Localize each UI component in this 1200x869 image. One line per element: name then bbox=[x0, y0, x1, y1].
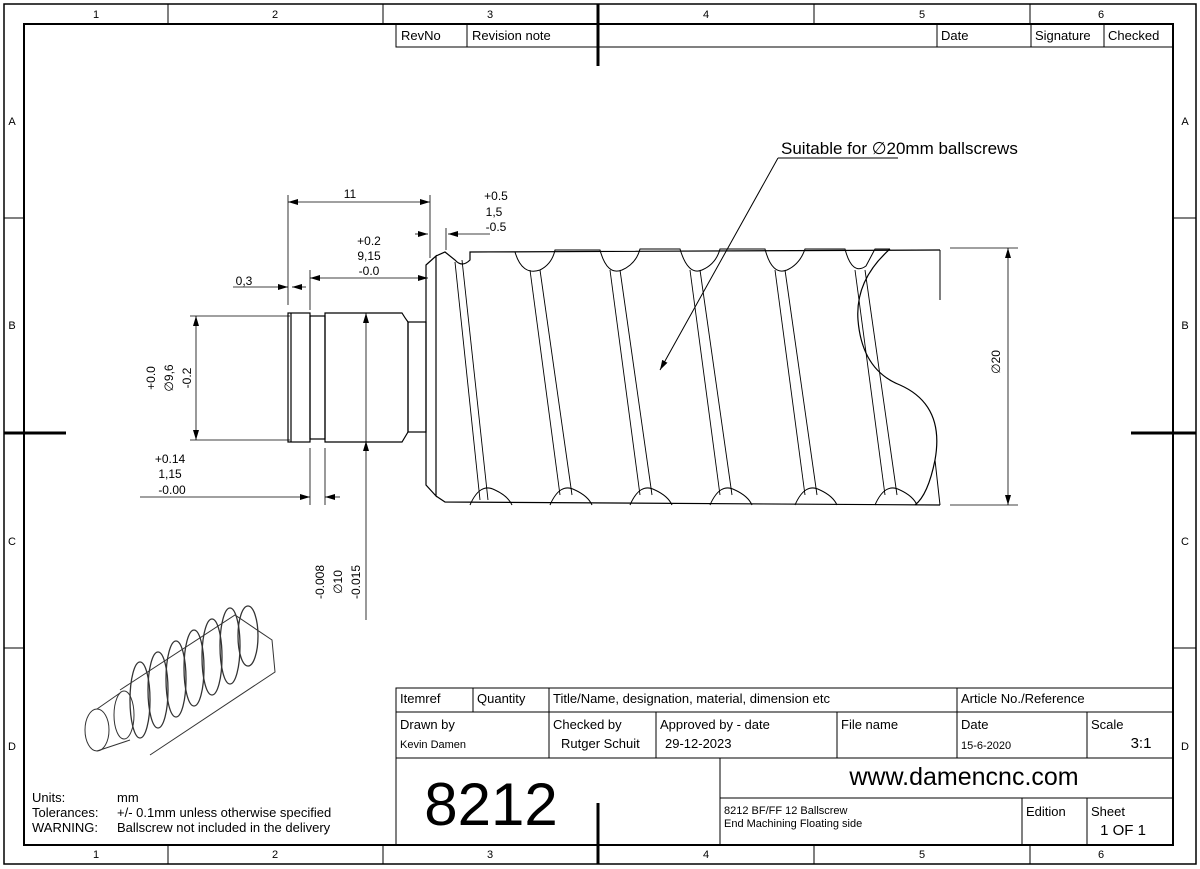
col-label: 5 bbox=[919, 9, 925, 21]
row-label: B bbox=[8, 320, 15, 332]
file-name-label: File name bbox=[841, 717, 898, 732]
shaft-side-view bbox=[287, 248, 941, 506]
col-label: 3 bbox=[487, 849, 493, 861]
dim-1-15-upper: +0.14 bbox=[155, 452, 186, 466]
dim-9-6-lower: -0.2 bbox=[180, 367, 194, 388]
drawn-by-label: Drawn by bbox=[400, 717, 455, 732]
approved-label: Approved by - date bbox=[660, 717, 770, 732]
date-label: Date bbox=[961, 717, 988, 732]
rev-header: RevNo bbox=[401, 28, 441, 43]
article-label: Article No./Reference bbox=[961, 691, 1085, 706]
scale-value: 3:1 bbox=[1131, 735, 1152, 752]
rev-header: Signature bbox=[1035, 28, 1091, 43]
dim-20: ∅20 bbox=[989, 350, 1003, 374]
dim-10: ∅10 bbox=[331, 570, 345, 594]
dim-9-6: ∅9,6 bbox=[162, 364, 176, 391]
dim-9-15-lower: -0.0 bbox=[359, 264, 380, 278]
description-line-2: End Machining Floating side bbox=[724, 818, 862, 830]
row-label: A bbox=[1181, 116, 1189, 128]
row-label: C bbox=[8, 536, 16, 548]
dim-9-6-upper: +0.0 bbox=[144, 366, 158, 390]
col-label: 2 bbox=[272, 849, 278, 861]
description-line-1: 8212 BF/FF 12 Ballscrew bbox=[724, 805, 848, 817]
quantity-label: Quantity bbox=[477, 691, 526, 706]
annotation-text: Suitable for ∅20mm ballscrews bbox=[781, 139, 1018, 158]
col-label: 1 bbox=[93, 849, 99, 861]
leader-line bbox=[660, 157, 898, 370]
rev-header: Revision note bbox=[472, 28, 551, 43]
notes: Units: mm Tolerances: +/- 0.1mm unless o… bbox=[32, 790, 331, 835]
units-label: Units: bbox=[32, 790, 65, 805]
sheet-label: Sheet bbox=[1091, 804, 1125, 819]
col-label: 5 bbox=[919, 849, 925, 861]
row-label: D bbox=[8, 741, 16, 753]
dim-1-5: 1,5 bbox=[486, 205, 503, 219]
isometric-view bbox=[84, 605, 276, 756]
rev-header: Checked bbox=[1108, 28, 1159, 43]
dim-10-lower: -0.015 bbox=[349, 565, 363, 599]
checked-by-value: Rutger Schuit bbox=[561, 736, 640, 751]
dim-1-5-upper: +0.5 bbox=[484, 189, 508, 203]
dim-0-3: 0,3 bbox=[236, 274, 253, 288]
drawing-number: 8212 bbox=[424, 771, 557, 838]
sheet-value: 1 OF 1 bbox=[1100, 822, 1146, 839]
itemref-label: Itemref bbox=[400, 691, 441, 706]
drawing-frame bbox=[3, 3, 1197, 865]
col-label: 3 bbox=[487, 9, 493, 21]
row-label: C bbox=[1181, 536, 1189, 548]
drawn-by-value: Kevin Damen bbox=[400, 739, 466, 751]
dim-1-5-lower: -0.5 bbox=[486, 220, 507, 234]
tolerances-value: +/- 0.1mm unless otherwise specified bbox=[117, 805, 331, 820]
edition-label: Edition bbox=[1026, 804, 1066, 819]
dim-10-upper: -0.008 bbox=[313, 565, 327, 599]
warning-label: WARNING: bbox=[32, 820, 98, 835]
dim-9-15: 9,15 bbox=[357, 249, 381, 263]
row-label: B bbox=[1181, 320, 1188, 332]
dim-9-15-upper: +0.2 bbox=[357, 234, 381, 248]
col-label: 4 bbox=[703, 9, 709, 21]
col-label: 4 bbox=[703, 849, 709, 861]
col-label: 2 bbox=[272, 9, 278, 21]
title-header: Title/Name, designation, material, dimen… bbox=[553, 691, 830, 706]
col-label: 6 bbox=[1098, 9, 1104, 21]
row-label: D bbox=[1181, 741, 1189, 753]
dim-1-15-lower: -0.00 bbox=[158, 483, 186, 497]
revision-table: RevNo Revision note Date Signature Check… bbox=[395, 23, 1174, 48]
website: www.damencnc.com bbox=[848, 763, 1078, 791]
date-value: 15-6-2020 bbox=[961, 740, 1011, 752]
units-value: mm bbox=[117, 790, 139, 805]
row-label: A bbox=[8, 116, 16, 128]
title-block: Itemref Quantity Title/Name, designation… bbox=[395, 687, 1174, 846]
scale-label: Scale bbox=[1091, 717, 1124, 732]
rev-header: Date bbox=[941, 28, 968, 43]
col-label: 6 bbox=[1098, 849, 1104, 861]
checked-by-label: Checked by bbox=[553, 717, 622, 732]
approved-value: 29-12-2023 bbox=[665, 736, 732, 751]
dim-11: 11 bbox=[344, 187, 357, 201]
tolerances-label: Tolerances: bbox=[32, 805, 98, 820]
dim-1-15: 1,15 bbox=[158, 467, 182, 481]
dimensions bbox=[140, 195, 1018, 620]
col-label: 1 bbox=[93, 9, 99, 21]
grid-labels: 1 2 3 4 5 6 1 2 3 4 5 6 A B C D A B C D bbox=[8, 9, 1189, 861]
warning-value: Ballscrew not included in the delivery bbox=[117, 820, 331, 835]
